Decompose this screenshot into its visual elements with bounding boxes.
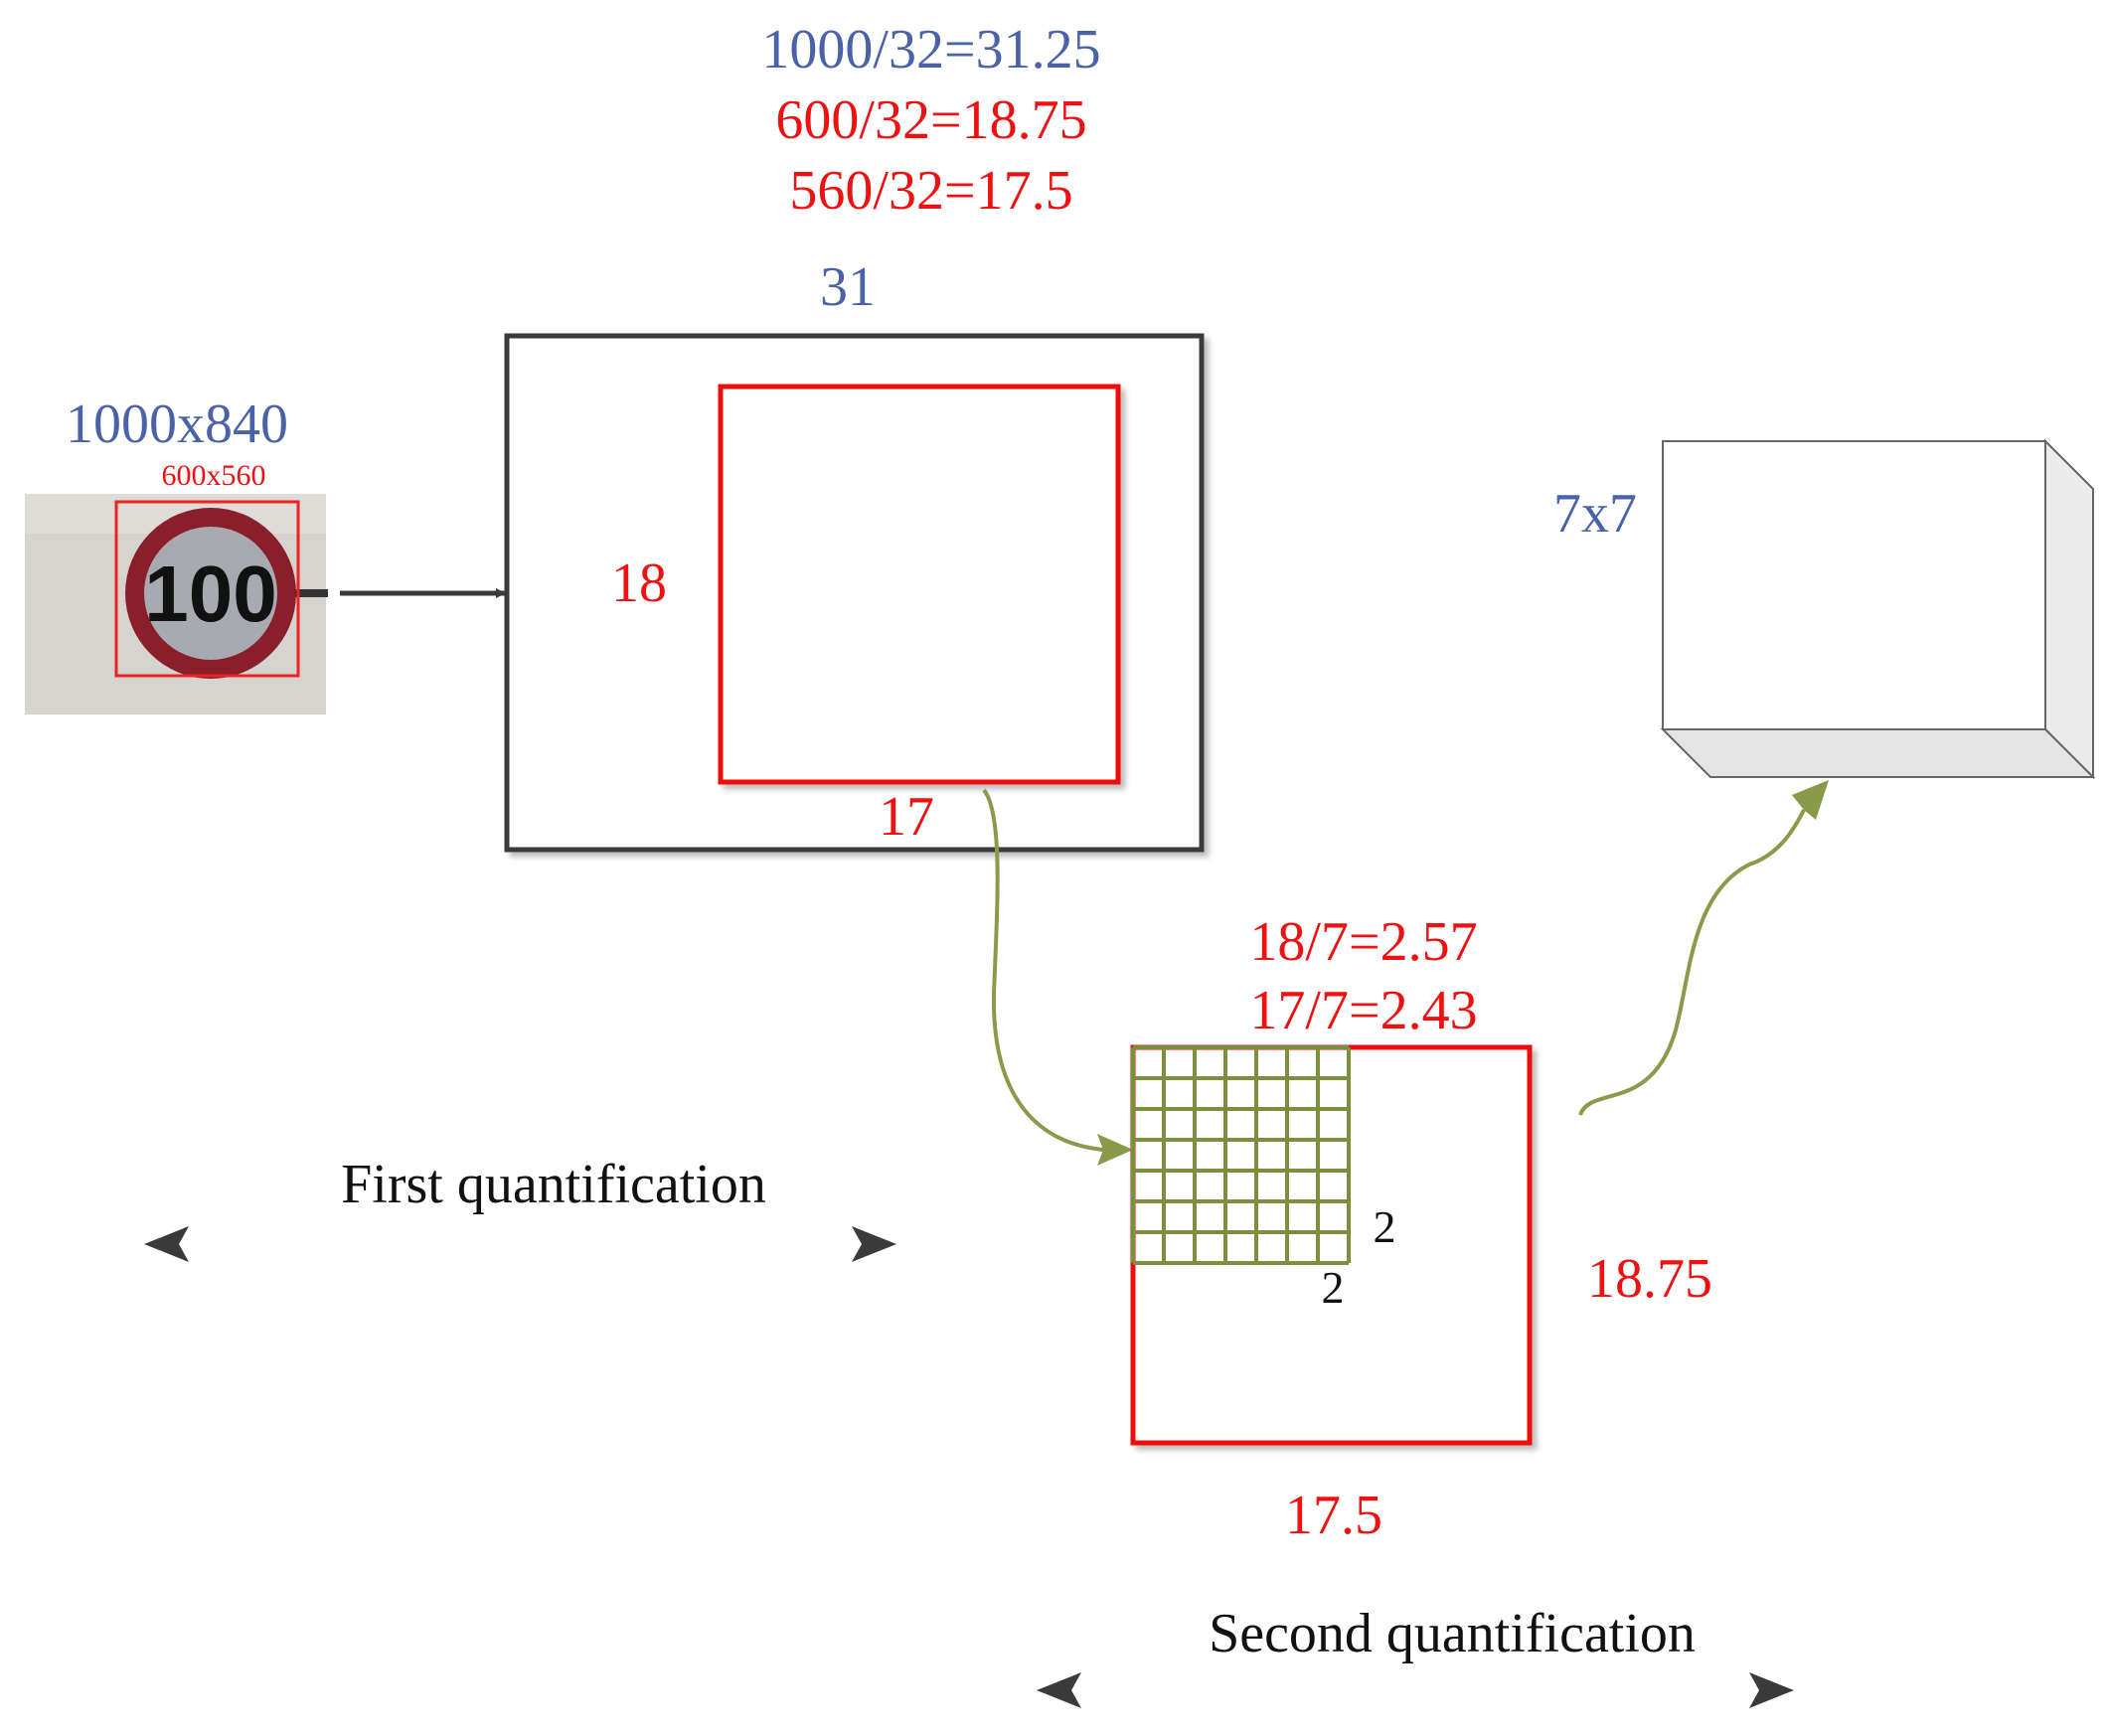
input-roi-label: 600x560 bbox=[162, 459, 266, 492]
pooling-height-label: 18.75 bbox=[1587, 1248, 1712, 1310]
equation-width: 1000/32=31.25 bbox=[761, 19, 1100, 80]
output-size-label: 7x7 bbox=[1553, 483, 1637, 545]
first-arrow-left-head bbox=[144, 1226, 189, 1262]
output-box-bottom-face bbox=[1660, 728, 2096, 778]
pooling-to-output-arrow bbox=[1578, 780, 1829, 1116]
pooling-roi-box bbox=[1130, 1044, 1533, 1446]
pooling-region: 18/7=2.57 17/7=2.43 2 2 18.75 17.5 bbox=[1130, 911, 1712, 1546]
pooling-grid bbox=[1131, 1045, 1351, 1265]
feature-map-width-label: 31 bbox=[820, 256, 876, 318]
pooling-eq-height: 18/7=2.57 bbox=[1249, 911, 1477, 973]
output-box-right-face bbox=[2044, 438, 2094, 780]
roi-to-pooling-arrow bbox=[982, 788, 1133, 1166]
feature-map: 31 18 17 bbox=[504, 256, 1205, 853]
second-arrow-right-head bbox=[1749, 1672, 1794, 1708]
pooling-cell-label-right: 2 bbox=[1374, 1201, 1396, 1252]
output-box-front-face bbox=[1662, 440, 2046, 730]
output-feature-box: 7x7 bbox=[1553, 438, 2096, 780]
speed-sign-number: 100 bbox=[144, 550, 276, 638]
first-arrow-right-head bbox=[852, 1226, 896, 1262]
pooling-eq-width: 17/7=2.43 bbox=[1249, 980, 1477, 1041]
input-size-label: 1000x840 bbox=[66, 394, 288, 455]
equation-roi-width: 560/32=17.5 bbox=[789, 160, 1072, 222]
speed-sign-face bbox=[144, 527, 277, 660]
second-arrow-left-head bbox=[1037, 1672, 1081, 1708]
feature-roi-height-label: 18 bbox=[611, 552, 667, 614]
second-quantification-label: Second quantification bbox=[1209, 1603, 1696, 1664]
equation-roi-height: 600/32=18.75 bbox=[775, 89, 1086, 151]
input-image: 1000x840 600x560 100 bbox=[25, 394, 328, 714]
first-quantification: First quantification bbox=[144, 1154, 896, 1262]
second-quantification: Second quantification bbox=[1037, 1603, 1794, 1708]
pooling-width-label: 17.5 bbox=[1285, 1485, 1382, 1546]
feature-roi-box bbox=[718, 384, 1121, 785]
input-roi-box bbox=[114, 500, 300, 678]
first-quantification-label: First quantification bbox=[341, 1154, 766, 1215]
feature-roi-width-label: 17 bbox=[879, 786, 934, 848]
pooling-cell-label-bottom: 2 bbox=[1322, 1262, 1345, 1313]
